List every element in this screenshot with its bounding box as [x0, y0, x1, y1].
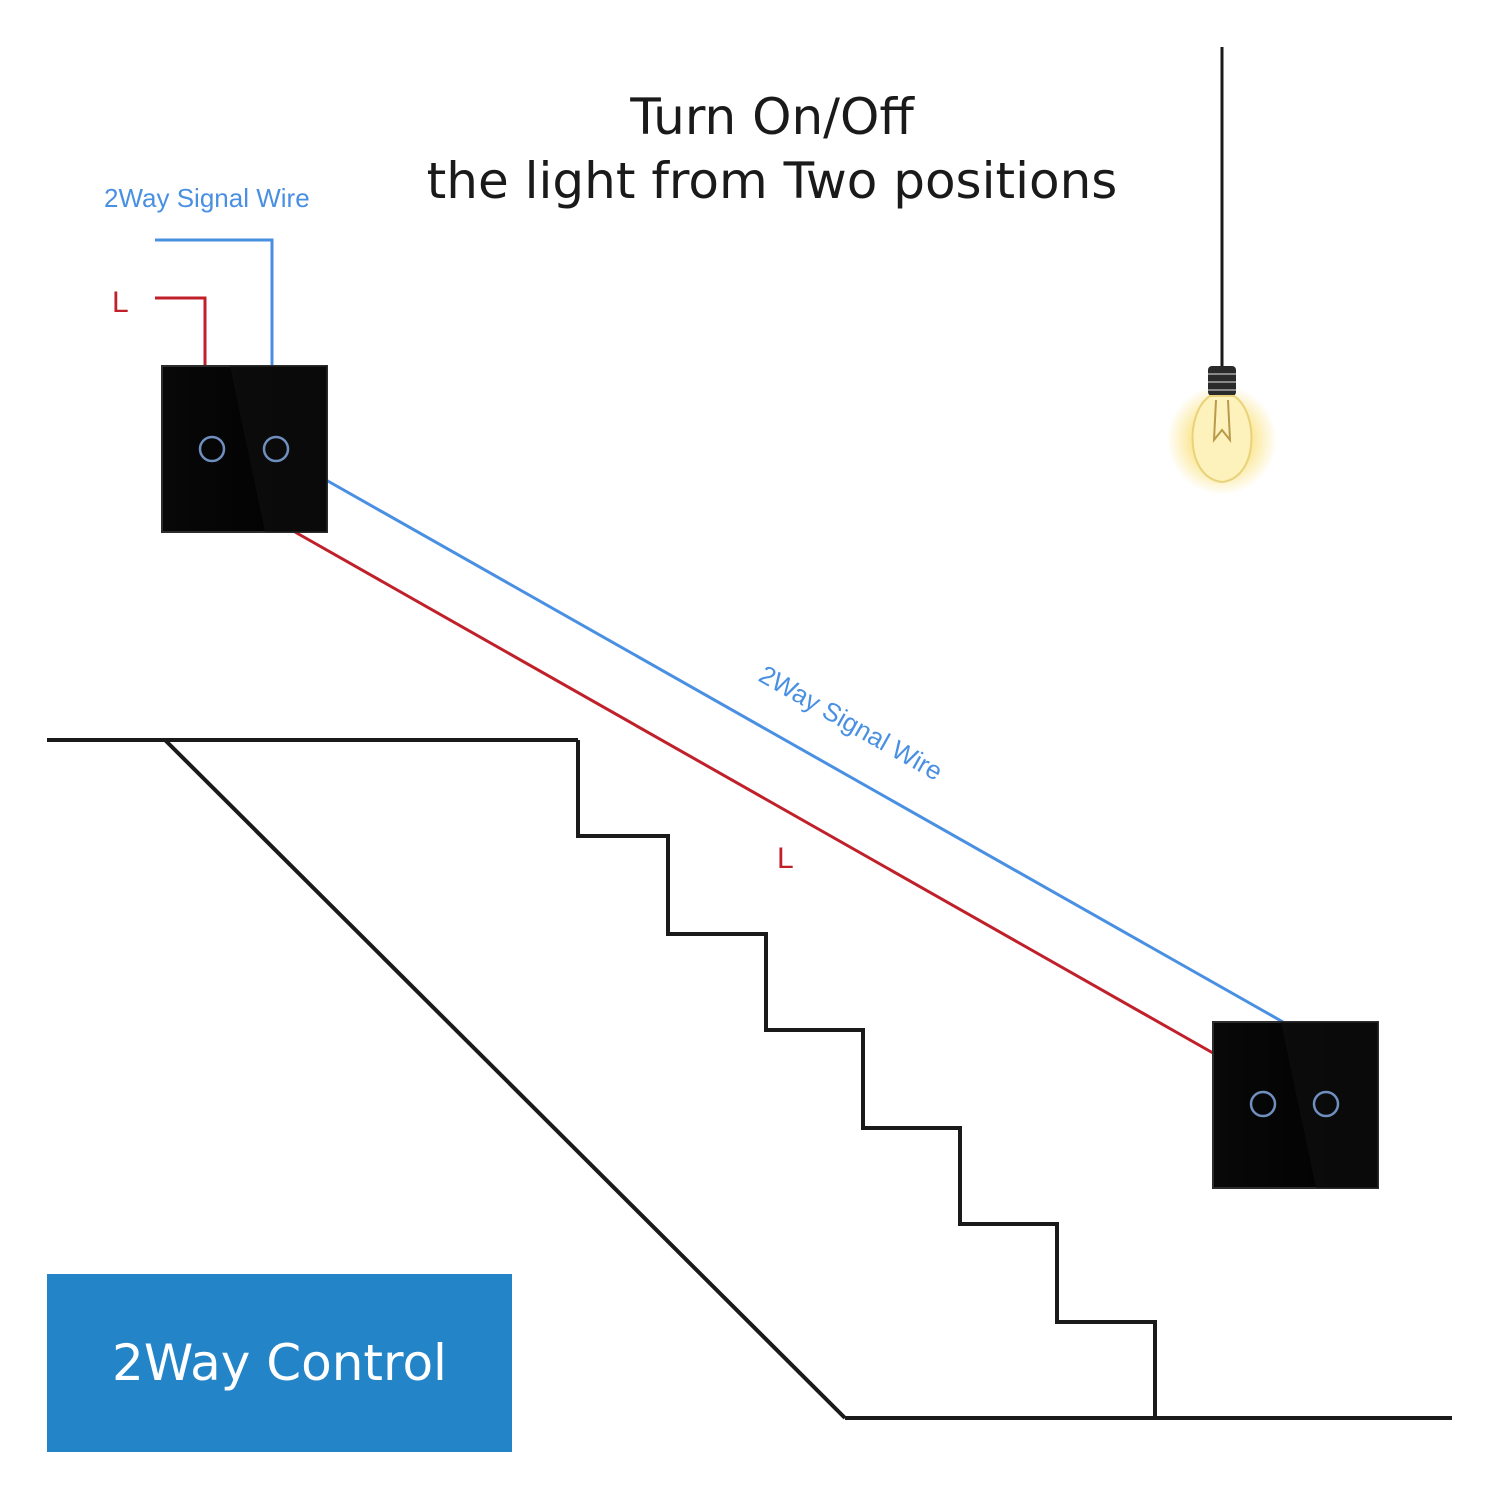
- switch-1-button-right[interactable]: [262, 435, 290, 463]
- signal-wire-diagonal: [325, 478, 1284, 1024]
- staircase-icon: [47, 738, 1452, 1420]
- light-bulb-icon: [1167, 47, 1277, 495]
- signal-wire-label-top: 2Way Signal Wire: [104, 183, 310, 213]
- live-wire-diagonal: [294, 530, 1214, 1055]
- switch-2-button-right[interactable]: [1312, 1090, 1340, 1118]
- two-way-control-badge: 2Way Control: [47, 1274, 512, 1452]
- title-line-1: Turn On/Off: [629, 88, 915, 146]
- title-line-2: the light from Two positions: [427, 152, 1118, 210]
- live-wire-top: [155, 296, 207, 366]
- signal-wire-top: [155, 238, 274, 366]
- switch-1-button-left[interactable]: [198, 435, 226, 463]
- live-label-top: L: [112, 286, 129, 319]
- signal-wire-label-diagonal: 2Way Signal Wire: [754, 659, 948, 786]
- live-label-diagonal: L: [777, 842, 794, 875]
- touch-switch-icon: [1212, 1021, 1379, 1189]
- badge-label: 2Way Control: [112, 1334, 447, 1392]
- touch-switch-icon: [161, 365, 328, 533]
- switch-2-button-left[interactable]: [1249, 1090, 1277, 1118]
